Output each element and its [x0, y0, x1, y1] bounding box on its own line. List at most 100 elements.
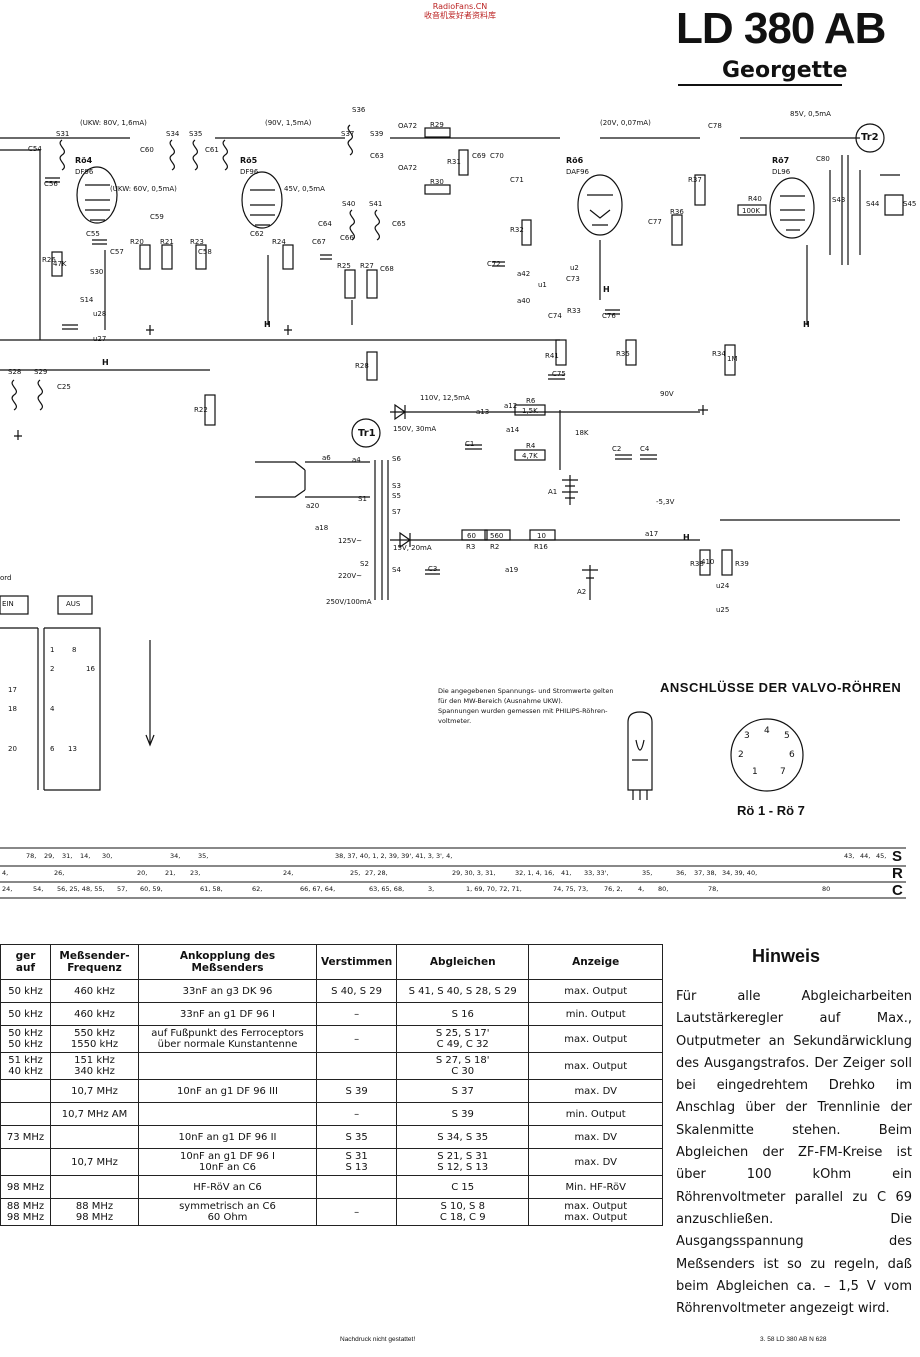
- label-r35: R35: [616, 350, 630, 358]
- value-100k: 100K: [742, 207, 760, 215]
- label-h-ro5: H: [264, 320, 271, 329]
- r-pos: 35,: [642, 869, 653, 877]
- table-cell-abgl: S 27, S 18' C 30: [396, 1052, 530, 1080]
- note-line1: Die angegebenen Spannungs- und Stromwert…: [438, 687, 614, 695]
- label-r32: R32: [510, 226, 524, 234]
- table-cell-freq: 88 MHz 98 MHz: [50, 1198, 139, 1226]
- label-s36: S36: [352, 106, 366, 114]
- label-s41: S41: [369, 200, 383, 208]
- panel-left-label: ord: [0, 574, 12, 582]
- label-v150: 150V, 30mA: [393, 425, 437, 433]
- table-cell-auf: [0, 1148, 51, 1176]
- r-pos: 23,: [190, 869, 201, 877]
- panel-pin-17: 17: [8, 686, 17, 694]
- table-cell-auf: [0, 1079, 51, 1103]
- label-c75: C75: [552, 370, 566, 378]
- table-cell-ank: [138, 1052, 317, 1080]
- header-anzeige: Anzeige: [528, 944, 664, 980]
- table-cell-auf: [0, 1102, 51, 1126]
- c-pos: 80: [822, 885, 831, 893]
- label-r33: R33: [567, 307, 581, 315]
- label-s5: S5: [392, 492, 401, 500]
- note-line3: Spannungen wurden gemessen mit PHILIPS-R…: [438, 707, 608, 715]
- c-pos: 80,: [658, 885, 669, 893]
- label-s35: S35: [189, 130, 203, 138]
- label-a2: A2: [577, 588, 587, 596]
- table-cell-abgl: S 34, S 35: [396, 1125, 530, 1149]
- label-c70: C70: [490, 152, 504, 160]
- label-h-ro6: H: [603, 285, 610, 294]
- header-verstimmen: Verstimmen: [315, 944, 398, 980]
- transformer-tr1-label: Tr1: [358, 428, 376, 439]
- tube-ro5-symbol: [241, 171, 283, 229]
- table-cell-auf: 51 kHz 40 kHz: [0, 1052, 51, 1080]
- label-c54: C54: [28, 145, 42, 153]
- panel-pin-20: 20: [8, 745, 17, 753]
- switch-u24: u24: [716, 582, 730, 590]
- label-s39: S39: [370, 130, 384, 138]
- label-c55: C55: [86, 230, 100, 238]
- label-r41: R41: [545, 352, 559, 360]
- label-r21: R21: [160, 238, 174, 246]
- switch-a20: a20: [306, 502, 320, 510]
- label-v60: (UKW: 60V, 0,5mA): [110, 185, 177, 193]
- label-s40: S40: [342, 200, 356, 208]
- r-pos: 33, 33',: [584, 869, 609, 877]
- s-pos: 45,: [876, 852, 887, 860]
- label-c25: C25: [57, 383, 71, 391]
- label-s6: S6: [392, 455, 401, 463]
- c-pos: 3,: [428, 885, 435, 893]
- r-pos: 36,: [676, 869, 687, 877]
- tube-ro4-name: Rö4: [75, 156, 93, 165]
- tube-ro5-type: DF96: [240, 168, 259, 176]
- s-pos: 34,: [170, 852, 181, 860]
- tube-range-label: Rö 1 - Rö 7: [737, 803, 805, 818]
- table-cell-ank: auf Fußpunkt des Ferroceptors über norma…: [138, 1025, 317, 1053]
- r-pos: 34, 39, 40,: [722, 869, 758, 877]
- pin-label-3: 3: [744, 731, 750, 741]
- label-r29: R29: [430, 121, 444, 129]
- table-cell-verst: S 31 S 13: [315, 1148, 398, 1176]
- strip-letter-s: S: [892, 848, 903, 865]
- table-cell-ank: HF-RöV an C6: [138, 1175, 317, 1199]
- s-pos: 78,: [26, 852, 37, 860]
- table-cell-verst: [315, 1175, 398, 1199]
- table-cell-verst: S 35: [315, 1125, 398, 1149]
- panel-pin-16: 16: [86, 665, 95, 673]
- switch-u1: u1: [538, 281, 547, 289]
- label-c66: C66: [340, 234, 354, 242]
- table-cell-ank: 10nF an g1 DF 96 I 10nF an C6: [138, 1148, 317, 1176]
- label-s3: S3: [392, 482, 401, 490]
- strip-letter-r: R: [892, 865, 903, 882]
- table-cell-verst: –: [315, 1002, 398, 1026]
- label-v125: 125V~: [338, 537, 363, 545]
- r-pos: 20,: [137, 869, 148, 877]
- label-r34: R34: [712, 350, 726, 358]
- table-cell-anz: min. Output: [528, 1102, 664, 1126]
- c-pos: 63, 65, 68,: [369, 885, 405, 893]
- pin-label-5: 5: [784, 731, 790, 741]
- tube-ro6-name: Rö6: [566, 156, 584, 165]
- label-c74: C74: [548, 312, 562, 320]
- switch-a4: a4: [352, 456, 361, 464]
- label-s34: S34: [166, 130, 180, 138]
- panel-pin-18: 18: [8, 705, 17, 713]
- hinweis-text: Für alle Abgleicharbeiten Lautstärkeregl…: [676, 989, 912, 1317]
- label-c71: C71: [510, 176, 524, 184]
- label-c72: C72: [487, 260, 501, 268]
- s-pos: 38, 37, 40, 1, 2, 39, 39', 41, 3, 3', 4,: [335, 852, 453, 860]
- table-cell-auf: 73 MHz: [0, 1125, 51, 1149]
- pin-label-7: 7: [780, 767, 786, 777]
- panel-pin-2: 2: [50, 665, 55, 673]
- label-v220: 220V~: [338, 572, 363, 580]
- table-cell-freq: [50, 1175, 139, 1199]
- value-1-5k: 1,5K: [522, 407, 538, 415]
- table-cell-verst: –: [315, 1198, 398, 1226]
- label-s31: S31: [56, 130, 70, 138]
- label-c60: C60: [140, 146, 154, 154]
- s-pos: 35,: [198, 852, 209, 860]
- label-v110: 110V, 12,5mA: [420, 394, 470, 402]
